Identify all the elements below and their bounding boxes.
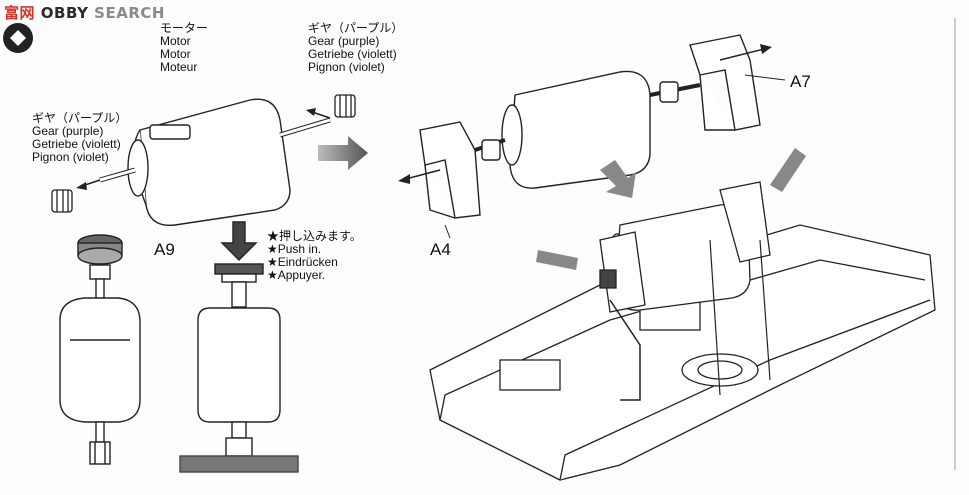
next-step-arrow-icon [318, 136, 368, 170]
push-note-jp: ★押し込みます。 [267, 229, 362, 243]
arrow-icon [306, 108, 316, 116]
gear-label-top-en: Gear (purple) [308, 34, 380, 48]
gear-label-top-jp: ギヤ（パープル） [308, 21, 404, 35]
chassis-drawing [429, 181, 936, 481]
push-note-fr: ★Appuyer. [267, 268, 326, 282]
gear-label-left-fr: Pignon (violet) [32, 150, 109, 164]
push-note-en: ★Push in. [267, 242, 322, 256]
step-badge-icon [3, 23, 33, 53]
part-label-a7: A7 [790, 72, 811, 91]
gear-label-left-de: Getriebe (violett) [32, 137, 121, 151]
motor-drawing-left [99, 98, 331, 227]
watermark-logo: 富网 OBBY SEARCH [4, 4, 165, 22]
gear-label-top: ギヤ（パープル） Gear (purple) Getriebe (violett… [308, 22, 403, 74]
arrow-icon [398, 174, 410, 184]
leader-line [444, 224, 451, 239]
motor-label-de: Motor [160, 47, 191, 61]
push-in-note: ★押し込みます。 ★Push in. ★Eindrücken ★Appuyer. [267, 230, 362, 282]
motor-label-fr: Moteur [160, 60, 198, 74]
push-in-diagram [179, 221, 299, 473]
part-label-a4: A4 [430, 240, 451, 259]
wire-line [609, 299, 641, 401]
motor-drawing-exploded [419, 34, 761, 219]
gear-label-top-fr: Pignon (violet) [308, 60, 385, 74]
gear-label-left: ギヤ（パープル） Gear (purple) Getriebe (violett… [32, 112, 127, 164]
guide-line [759, 239, 771, 381]
arrow-icon [311, 111, 331, 119]
arrow-icon [76, 182, 87, 190]
grease-arrow-icon [536, 148, 806, 270]
gear-icon [51, 189, 73, 213]
motor-drawing-cap-a9 [59, 234, 141, 465]
part-label-a9: A9 [154, 240, 175, 259]
leader-line [744, 74, 786, 81]
down-arrow-icon [600, 160, 636, 198]
arrow-icon [719, 47, 769, 61]
gear-label-left-jp: ギヤ（パープル） [32, 111, 128, 125]
push-note-de: ★Eindrücken [267, 255, 338, 269]
guide-line [709, 239, 721, 396]
gear-label-left-en: Gear (purple) [32, 124, 104, 138]
gear-label-top-de: Getriebe (violett) [308, 47, 397, 61]
arrow-icon [760, 44, 772, 54]
gear-icon [334, 94, 356, 118]
motor-label-jp: モーター [160, 21, 209, 35]
motor-label-en: Motor [160, 34, 191, 48]
motor-label: モーター Motor Motor Moteur [160, 22, 208, 74]
